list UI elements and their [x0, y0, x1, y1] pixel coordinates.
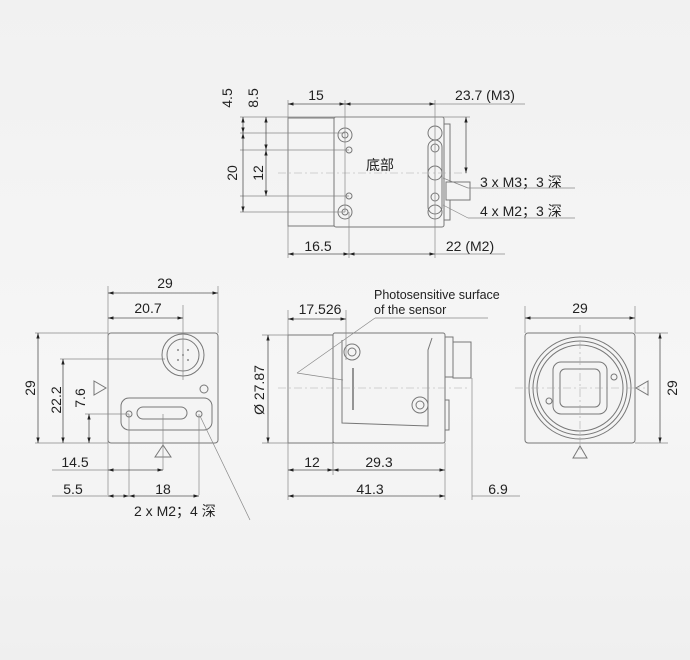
dim-12: 12 [304, 454, 320, 470]
dim-29-height: 29 [664, 380, 680, 396]
note-4xm2: 4 x M2；3 深 [480, 203, 562, 220]
top-view: 4.5 8.5 20 12 15 23.7 (M3) 底部 3 x M3；3 深… [219, 87, 575, 258]
dim-22-m2: 22 (M2) [446, 238, 494, 254]
dim-6-9: 6.9 [488, 481, 508, 497]
dim-20-7: 20.7 [134, 300, 161, 316]
dim-23-7-m3: 23.7 (M3) [455, 87, 515, 103]
dim-22-2: 22.2 [48, 386, 64, 413]
dim-29-width: 29 [572, 300, 588, 316]
dim-diameter-27-87: Ø 27.87 [251, 365, 267, 415]
screw-icon [411, 396, 429, 414]
dim-29-height: 29 [22, 380, 38, 396]
side-connector [452, 341, 472, 379]
rear-view: 29 29 [515, 300, 680, 459]
note-2xm2: 2 x M2；4 深 [134, 503, 216, 520]
dim-8-5: 8.5 [245, 88, 261, 108]
dim-29-3: 29.3 [365, 454, 392, 470]
dim-20: 20 [224, 165, 240, 181]
dim-7-6: 7.6 [72, 388, 88, 408]
dim-12: 12 [250, 165, 266, 181]
usb-port-icon [136, 406, 188, 420]
dim-17-526: 17.526 [299, 301, 342, 317]
bottom-label: 底部 [366, 157, 394, 173]
dim-4-5: 4.5 [219, 88, 235, 108]
screw-icon [343, 343, 361, 361]
front-view: 29 20.7 29 22.2 7.6 14.5 5.5 18 2 x M2；4… [22, 275, 251, 521]
note-3xm3: 3 x M3；3 深 [480, 174, 562, 191]
sensor-note-line2: of the sensor [374, 303, 446, 317]
dim-5-5: 5.5 [63, 481, 83, 497]
dim-41-3: 41.3 [356, 481, 383, 497]
dim-15: 15 [308, 87, 324, 103]
dim-14-5: 14.5 [61, 454, 88, 470]
lens-mount [287, 334, 334, 444]
dim-16-5: 16.5 [304, 238, 331, 254]
sensor-note-line1: Photosensitive surface [374, 288, 500, 302]
dim-29-width: 29 [157, 275, 173, 291]
dim-18: 18 [155, 481, 171, 497]
lens-housing [287, 117, 335, 227]
side-view: 17.526 Photosensitive surface of the sen… [251, 288, 520, 500]
